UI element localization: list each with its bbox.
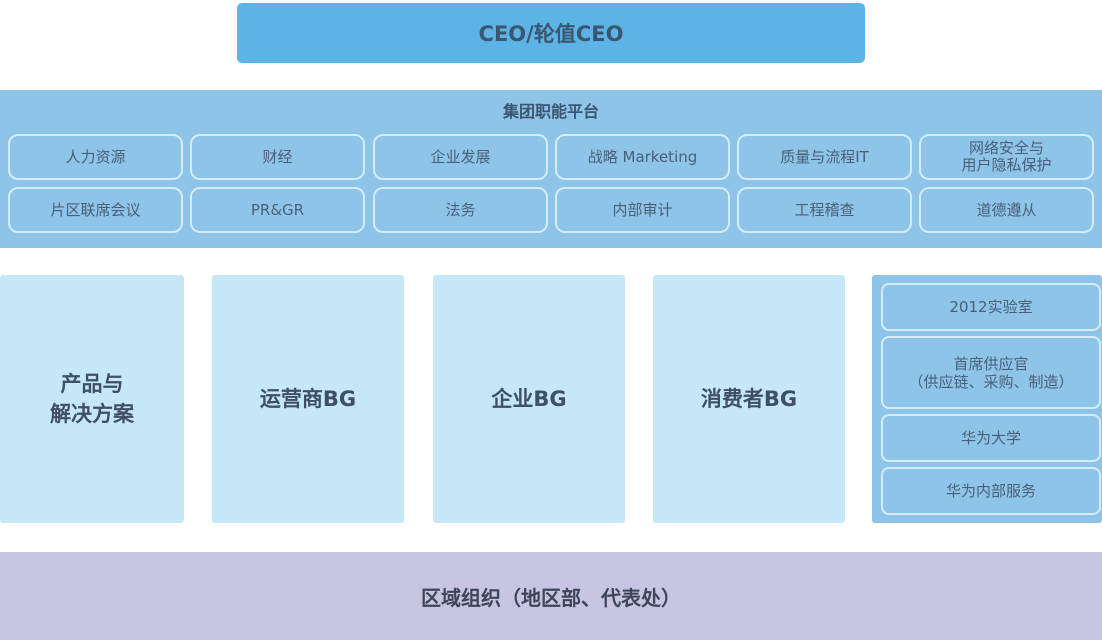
platform-cell-regional-council: 片区联席会议 (8, 187, 183, 233)
side-unit-2012-labs: 2012实验室 (881, 283, 1101, 331)
platform-cell-pr-gr: PR&GR (190, 187, 365, 233)
bg-consumer: 消费者BG (653, 275, 845, 523)
platform-cell-finance: 财经 (190, 134, 365, 180)
bg-enterprise: 企业BG (433, 275, 625, 523)
side-units-panel: 2012实验室 首席供应官 （供应链、采购、制造） 华为大学 华为内部服务 (872, 275, 1102, 523)
platform-title: 集团职能平台 (502, 102, 599, 121)
platform-cell-strategy-marketing: 战略 Marketing (555, 134, 730, 180)
bg-label: 产品与 解决方案 (50, 372, 134, 426)
ceo-box: CEO/轮值CEO (237, 3, 865, 63)
cell-label: 质量与流程IT (780, 147, 869, 166)
platform-cell-corporate-development: 企业发展 (373, 134, 548, 180)
bg-label: 运营商BG (259, 387, 357, 411)
cell-label: 企业发展 (430, 147, 491, 166)
side-unit-label: 华为内部服务 (945, 482, 1036, 500)
side-unit-label: 首席供应官 （供应链、采购、制造） (908, 354, 1074, 391)
bg-label: 企业BG (491, 387, 567, 411)
side-unit-huawei-university: 华为大学 (881, 414, 1101, 462)
bg-products-solutions: 产品与 解决方案 (0, 275, 184, 523)
cell-label: PR&GR (250, 200, 305, 219)
cell-label: 法务 (445, 200, 476, 219)
platform-cell-ethics-compliance: 道德遵从 (919, 187, 1094, 233)
side-unit-label: 华为大学 (960, 429, 1021, 447)
cell-label: 工程稽查 (794, 200, 855, 219)
cell-label: 财经 (262, 147, 293, 166)
platform-cell-hr: 人力资源 (8, 134, 183, 180)
platform-cell-internal-audit: 内部审计 (555, 187, 730, 233)
bg-carrier: 运营商BG (212, 275, 404, 523)
platform-cell-engineering-inspection: 工程稽查 (737, 187, 912, 233)
cell-label: 片区联席会议 (50, 200, 141, 219)
platform-cell-quality-process-it: 质量与流程IT (737, 134, 912, 180)
cell-label: 道德遵从 (976, 200, 1037, 219)
region-label: 区域组织（地区部、代表处） (421, 585, 681, 610)
platform-cell-cybersecurity-privacy: 网络安全与 用户隐私保护 (919, 134, 1094, 180)
side-unit-chief-supply-officer: 首席供应官 （供应链、采购、制造） (881, 336, 1101, 409)
cell-label: 网络安全与 用户隐私保护 (961, 139, 1052, 174)
platform-cell-legal: 法务 (373, 187, 548, 233)
group-function-platform: 集团职能平台 人力资源 财经 企业发展 战略 Marketing 质量与流程IT… (0, 90, 1102, 248)
cell-label: 人力资源 (65, 147, 126, 166)
regional-organization: 区域组织（地区部、代表处） (0, 552, 1102, 640)
bg-label: 消费者BG (700, 387, 798, 411)
ceo-label: CEO/轮值CEO (478, 22, 624, 46)
cell-label: 内部审计 (612, 200, 673, 219)
side-unit-internal-services: 华为内部服务 (881, 467, 1101, 515)
side-unit-label: 2012实验室 (949, 298, 1033, 316)
cell-label: 战略 Marketing (587, 147, 698, 166)
